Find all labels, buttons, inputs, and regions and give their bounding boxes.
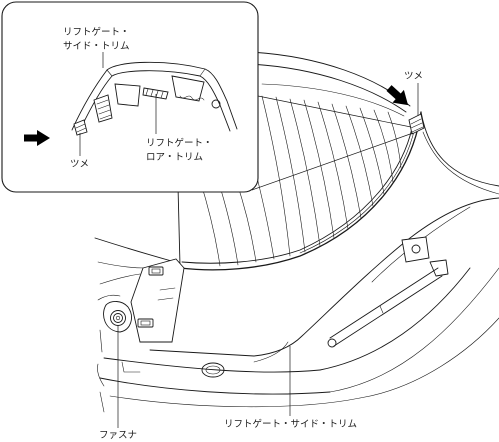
- bracket-slot: [148, 266, 164, 276]
- glass-hatch-line: [289, 98, 321, 247]
- inset-trim-flange: [106, 68, 206, 77]
- inset-claw-hatch: [145, 88, 164, 99]
- body-pillar-edge: [422, 131, 499, 195]
- fastener-boss: [103, 301, 132, 333]
- fastener: [103, 301, 132, 333]
- floor-edge: [99, 273, 141, 285]
- glass-hatch-line: [199, 179, 221, 267]
- inset-side-rib-hatch: [96, 99, 112, 120]
- inset-trim-outer-edge: [71, 61, 238, 131]
- inset-lower-trim-drawing: [71, 61, 238, 136]
- roof-arc: [249, 51, 411, 107]
- glass-hatch-line: [317, 101, 349, 230]
- inset-lower-claw: [73, 119, 88, 136]
- label-inset-lower-trim-line2: ロア・トリム: [146, 152, 203, 163]
- inset-trim-pocket: [171, 75, 205, 102]
- latch-striker: [401, 236, 430, 263]
- inset-side-rib: [93, 94, 113, 123]
- label-inset-side-trim-line2: サイド・トリム: [63, 41, 130, 52]
- label-inset-lower-trim-line1: リフトゲート・: [146, 137, 213, 149]
- body-edge: [97, 363, 105, 387]
- sill-line: [329, 267, 499, 393]
- sill-line: [103, 357, 321, 373]
- label-fastener: ファスナ: [99, 430, 137, 441]
- sill-hole: [201, 362, 225, 378]
- gas-strut-end: [327, 338, 337, 348]
- trim-bracket: [130, 258, 185, 343]
- floor-edge: [97, 294, 121, 301]
- glass-hatch-line: [261, 95, 291, 257]
- claw-clip: [408, 113, 425, 135]
- glass-hatch-line: [217, 179, 239, 266]
- fastener-head: [110, 310, 126, 326]
- direction-arrow-icon: [24, 130, 50, 146]
- claw-hatch: [410, 118, 424, 133]
- sill-line: [109, 395, 361, 408]
- label-inset-side-trim-line1: リフトゲート・: [63, 26, 130, 38]
- lower-side-trim-contour: [253, 341, 289, 363]
- glass-hatch-line: [359, 107, 385, 195]
- direction-arrow-icon: [386, 85, 409, 106]
- gas-strut-body: [329, 267, 439, 339]
- bracket-slot-inner: [140, 320, 151, 326]
- glass-hatch-line: [345, 105, 374, 207]
- bracket-slot-inner: [151, 268, 161, 274]
- glass-left-edge: [177, 185, 181, 267]
- body-edge: [99, 391, 105, 413]
- gas-strut: [327, 259, 449, 348]
- body-pillar-edge: [420, 111, 499, 187]
- bracket-rib: [157, 287, 176, 301]
- label-main-claw: ツメ: [404, 71, 423, 82]
- lower-side-trim-outline: [149, 197, 499, 357]
- inset-trim-pocket: [114, 83, 141, 107]
- liftgate-side-trim-groove: [299, 115, 418, 254]
- fastener-center: [115, 315, 121, 321]
- roof-arc: [261, 83, 405, 117]
- inset-connector-line: [257, 95, 412, 128]
- gas-strut-body: [333, 275, 443, 347]
- sill-line: [99, 377, 331, 395]
- sill-line: [319, 267, 471, 371]
- roof-arc: [249, 63, 407, 113]
- sill-hole-inner: [205, 365, 221, 375]
- body-edge: [99, 329, 103, 353]
- inset-connector-line: [251, 132, 414, 191]
- inset-spring-clip: [179, 95, 205, 101]
- label-inset-claw: ツメ: [70, 159, 89, 170]
- floor-edge: [97, 261, 147, 269]
- main-drawing: [94, 51, 499, 413]
- gas-strut-rod: [379, 305, 384, 314]
- inset-lower-claw-hatch: [75, 123, 87, 133]
- glass-hatch-line: [331, 103, 362, 219]
- claw-detail: [408, 113, 425, 135]
- inset-mount-hole: [211, 99, 221, 109]
- sill-line: [359, 317, 499, 399]
- detail-inset: [1, 1, 259, 193]
- liftgate-side-trim-outer-edge: [179, 111, 422, 271]
- gas-strut-mount: [429, 259, 449, 277]
- latch-striker-bolt: [411, 244, 421, 254]
- fastener-head-inner: [113, 313, 123, 323]
- bracket-slot: [137, 318, 154, 328]
- floor-edge: [94, 237, 176, 263]
- glass-hatch-line: [275, 96, 306, 253]
- liftgate-side-trim-inner-edge: [181, 117, 415, 264]
- glass-hatch-line: [303, 99, 335, 239]
- glass-hatch-line: [387, 111, 402, 169]
- body-edge: [121, 361, 141, 373]
- label-main-side-trim: リフトゲート・サイド・トリム: [224, 418, 357, 430]
- latch-striker-plate: [401, 236, 430, 263]
